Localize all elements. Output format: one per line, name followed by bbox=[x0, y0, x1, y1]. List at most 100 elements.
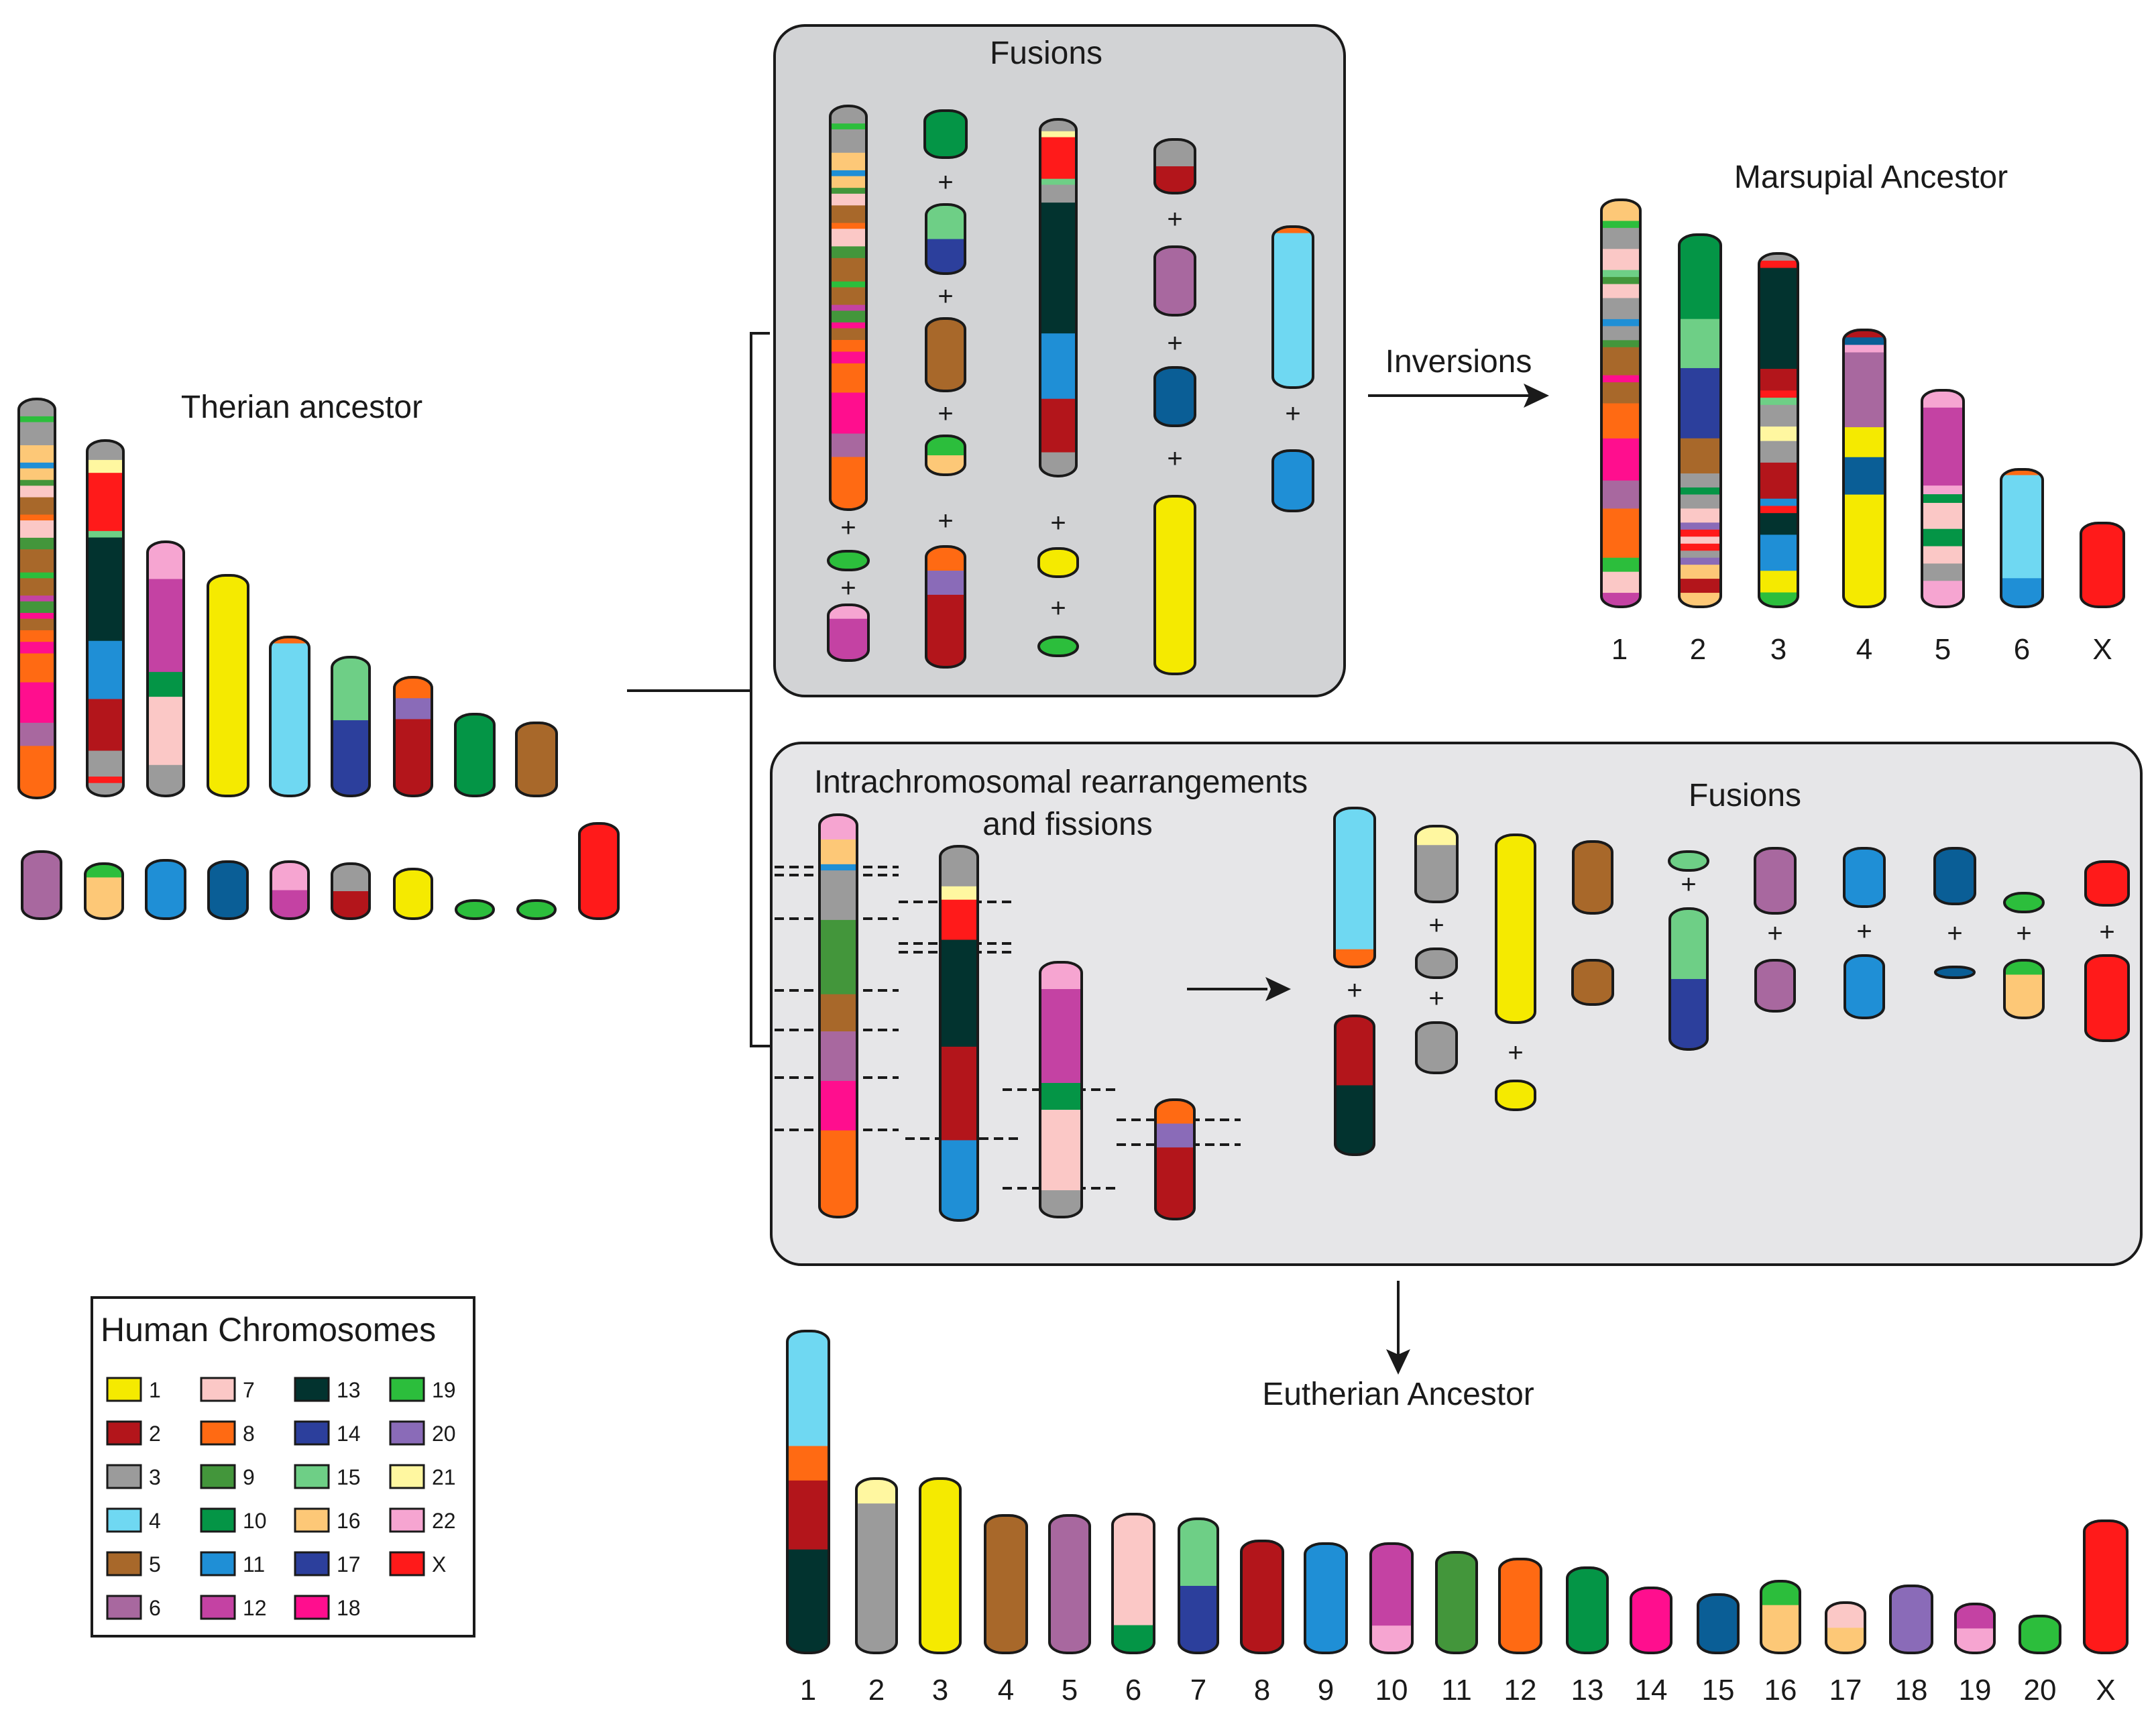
legend-label: 6 bbox=[149, 1596, 161, 1620]
therian-chr-5 bbox=[269, 636, 310, 797]
fusion-chr-b1 bbox=[923, 109, 968, 159]
fusion-chr-e2 bbox=[1271, 449, 1314, 512]
legend-label: 15 bbox=[337, 1465, 361, 1489]
marsupial-label: 5 bbox=[1935, 633, 1951, 666]
marsupial-chr-X bbox=[2080, 522, 2125, 608]
eutherian-chr-10 bbox=[1369, 1542, 1414, 1654]
legend-swatch bbox=[389, 1420, 425, 1446]
marsupial-label: 3 bbox=[1770, 633, 1786, 666]
eutherian-label: 4 bbox=[998, 1674, 1014, 1707]
legend-swatch bbox=[106, 1595, 142, 1620]
legend-label: 16 bbox=[337, 1509, 361, 1533]
plus-sign: + bbox=[1947, 919, 1962, 948]
legend-swatch bbox=[106, 1420, 142, 1446]
bfus-chr-g1 bbox=[1843, 847, 1886, 908]
eutherian-label: 1 bbox=[800, 1674, 816, 1707]
marsupial-chr-5 bbox=[1921, 389, 1965, 608]
eutherian-chr-8 bbox=[1240, 1540, 1284, 1654]
marsupial-chr-4 bbox=[1842, 329, 1886, 608]
plus-sign: + bbox=[1050, 593, 1066, 623]
marsupial-label: X bbox=[2092, 633, 2112, 666]
bfus-chr-c2 bbox=[1495, 1080, 1536, 1111]
legend-label: 7 bbox=[243, 1378, 255, 1402]
bfus-chr-j2 bbox=[2084, 954, 2130, 1042]
legend-label: 19 bbox=[432, 1378, 456, 1402]
marsupial-label: 4 bbox=[1856, 633, 1872, 666]
legend-swatch bbox=[200, 1595, 236, 1620]
legend-label: 4 bbox=[149, 1509, 161, 1533]
legend-label: 10 bbox=[243, 1509, 267, 1533]
legend: Human Chromosomes 1234567891011121314151… bbox=[91, 1296, 475, 1637]
fusion-chr-e1 bbox=[1271, 225, 1314, 389]
legend-swatch bbox=[106, 1464, 142, 1489]
fusion-chr-c1 bbox=[1039, 118, 1078, 477]
intra-fusions-panel bbox=[770, 742, 2143, 1266]
rearr-chr-1 bbox=[818, 813, 858, 1218]
legend-label: 11 bbox=[243, 1552, 265, 1576]
eutherian-chr-7 bbox=[1178, 1517, 1219, 1654]
marsupial-chr-3 bbox=[1758, 252, 1799, 608]
therian-chr-13 bbox=[207, 860, 249, 920]
legend-label: 17 bbox=[337, 1552, 361, 1576]
plus-signs: ++++++++++++++++++++++ bbox=[840, 168, 2114, 1068]
rearr-chr-3 bbox=[1039, 961, 1083, 1218]
eutherian-chr-2 bbox=[855, 1477, 898, 1654]
legend-swatch bbox=[106, 1551, 142, 1576]
legend-label: 1 bbox=[149, 1378, 161, 1402]
plus-sign: + bbox=[2016, 919, 2031, 948]
plus-sign: + bbox=[840, 513, 856, 542]
eutherian-label: 17 bbox=[1829, 1674, 1862, 1707]
eutherian-chr-20 bbox=[2019, 1615, 2061, 1654]
bfus-chr-d2 bbox=[1571, 959, 1614, 1006]
eutherian-chr-13 bbox=[1566, 1566, 1609, 1654]
plus-sign: + bbox=[1167, 444, 1182, 473]
legend-label: 12 bbox=[243, 1596, 267, 1620]
legend-swatch bbox=[389, 1377, 425, 1402]
legend-label: 9 bbox=[243, 1465, 255, 1489]
therian-chr-X bbox=[578, 822, 620, 920]
eutherian-label: 18 bbox=[1895, 1674, 1928, 1707]
eutherian-title: Eutherian Ancestor bbox=[1262, 1377, 1534, 1412]
bfus-chr-f1 bbox=[1754, 847, 1797, 915]
eutherian-label: 19 bbox=[1959, 1674, 1992, 1707]
bfus-chr-c1 bbox=[1495, 834, 1536, 1024]
legend-label: 2 bbox=[149, 1422, 161, 1446]
therian-chr-3 bbox=[146, 540, 185, 797]
bfus-chr-f2 bbox=[1754, 959, 1796, 1013]
fusion-chr-b4 bbox=[925, 435, 966, 476]
plus-sign: + bbox=[1167, 329, 1182, 358]
eutherian-label: 15 bbox=[1702, 1674, 1735, 1707]
bfus-chr-e2 bbox=[1668, 907, 1709, 1051]
legend-swatch bbox=[294, 1595, 330, 1620]
legend-swatch bbox=[294, 1507, 330, 1533]
legend-swatch bbox=[106, 1377, 142, 1402]
legend-swatch bbox=[294, 1377, 330, 1402]
plus-sign: + bbox=[1347, 976, 1362, 1005]
bfus-chr-b1 bbox=[1414, 825, 1459, 903]
therian-chr-9 bbox=[515, 722, 558, 797]
rearrangement-arrow bbox=[1187, 977, 1291, 1001]
eutherian-label: 7 bbox=[1190, 1674, 1206, 1707]
eutherian-label: 10 bbox=[1375, 1674, 1408, 1707]
eutherian-chr-14 bbox=[1630, 1587, 1672, 1654]
eutherian-label: 9 bbox=[1318, 1674, 1334, 1707]
legend-swatch bbox=[389, 1551, 425, 1576]
bfus-chr-e1 bbox=[1668, 850, 1709, 872]
eutherian-label: X bbox=[2096, 1674, 2115, 1707]
plus-sign: + bbox=[840, 573, 856, 603]
marsupial-label: 6 bbox=[2014, 633, 2030, 666]
plus-sign: + bbox=[938, 282, 953, 311]
eutherian-chr-19 bbox=[1954, 1603, 1996, 1654]
eutherian-chr-1 bbox=[786, 1330, 830, 1654]
eutherian-label: 2 bbox=[868, 1674, 885, 1707]
fusion-chr-d3 bbox=[1153, 366, 1196, 427]
legend-label: 21 bbox=[432, 1465, 456, 1489]
eutherian-chr-4 bbox=[984, 1514, 1028, 1654]
bfus-chr-a2 bbox=[1334, 1015, 1375, 1156]
fusion-chr-b2 bbox=[925, 203, 966, 275]
legend-swatch bbox=[200, 1464, 236, 1489]
bfus-chr-h1 bbox=[1933, 847, 1976, 905]
eutherian-label: 8 bbox=[1254, 1674, 1270, 1707]
legend-swatch bbox=[106, 1507, 142, 1533]
eutherian-chr-6 bbox=[1111, 1513, 1155, 1654]
